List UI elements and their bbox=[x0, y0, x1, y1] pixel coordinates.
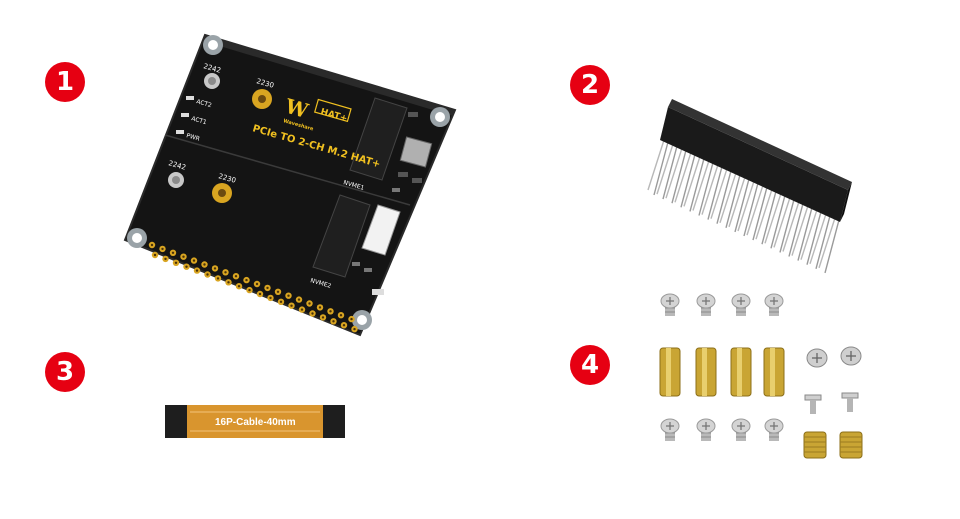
mounting-hole bbox=[203, 35, 223, 55]
header-pin bbox=[662, 145, 678, 200]
screw-icon bbox=[764, 418, 784, 441]
header-pin bbox=[815, 215, 831, 269]
pin-header bbox=[647, 99, 852, 274]
led-pwr bbox=[176, 130, 184, 134]
label-act1: ACT1 bbox=[190, 115, 207, 126]
header-pin bbox=[683, 156, 701, 207]
m2-connector-nvme1 bbox=[349, 97, 408, 181]
mounting-hole bbox=[430, 107, 450, 127]
header-pin bbox=[824, 219, 840, 274]
mounting-hole bbox=[352, 310, 372, 330]
small-screw-icon bbox=[840, 346, 862, 366]
header-pin bbox=[806, 211, 822, 265]
small-screw-icon bbox=[806, 348, 828, 368]
brass-standoff-icon bbox=[763, 347, 785, 397]
label-pwr: PWR bbox=[185, 132, 200, 143]
header-pin bbox=[647, 139, 665, 191]
header-pin bbox=[800, 209, 818, 260]
header-pin bbox=[710, 168, 728, 219]
header-pin bbox=[692, 160, 710, 211]
header-pin bbox=[779, 199, 795, 253]
header-pin bbox=[737, 180, 755, 232]
header-pin bbox=[755, 188, 773, 240]
brass-nut-icon bbox=[839, 431, 863, 459]
screw-icon bbox=[731, 293, 751, 316]
screw-icon bbox=[764, 293, 784, 316]
screw-icon bbox=[660, 418, 680, 441]
header-pin bbox=[653, 141, 669, 196]
header-pin bbox=[761, 191, 777, 245]
header-pin bbox=[752, 186, 768, 241]
header-pin bbox=[782, 201, 800, 252]
gpio-header-pads bbox=[148, 241, 358, 333]
header-pin bbox=[743, 182, 759, 237]
brass-standoff-icon bbox=[695, 347, 717, 397]
label-act2: ACT2 bbox=[195, 98, 212, 109]
badge-4: 4 bbox=[570, 345, 610, 385]
cable-end-left bbox=[165, 405, 187, 438]
cable-end-right bbox=[323, 405, 345, 438]
cable-label: 16P-Cable-40mm bbox=[215, 417, 296, 428]
header-pin bbox=[770, 195, 786, 249]
badge-2: 2 bbox=[570, 65, 610, 105]
header-pin bbox=[671, 150, 687, 204]
header-pin bbox=[764, 193, 782, 244]
header-pin bbox=[773, 197, 791, 248]
brass-nut-icon bbox=[803, 431, 827, 459]
pcie-hat-board: 2242 2230 2242 2230 ACT2 ACT1 PWR NVME1 … bbox=[123, 33, 457, 337]
header-pin bbox=[698, 162, 714, 216]
screw-icon bbox=[731, 418, 751, 441]
board-divider bbox=[164, 134, 411, 206]
header-pin bbox=[680, 154, 696, 208]
flat-head-screw-icon bbox=[841, 392, 859, 412]
screw-icon bbox=[660, 293, 680, 316]
led-act2 bbox=[186, 96, 194, 100]
header-pin bbox=[797, 207, 813, 261]
screw-icon bbox=[696, 418, 716, 441]
badge-1: 1 bbox=[45, 62, 85, 102]
header-pin bbox=[719, 172, 737, 224]
screw-icon bbox=[696, 293, 716, 316]
ffc-cable: 16P-Cable-40mm bbox=[165, 405, 345, 438]
header-pin bbox=[689, 158, 705, 212]
header-pin bbox=[656, 143, 674, 195]
header-pin bbox=[707, 166, 723, 220]
led-act1 bbox=[181, 113, 189, 117]
brass-standoff-icon bbox=[659, 347, 681, 397]
m2-connector-nvme2 bbox=[312, 194, 371, 278]
header-pin bbox=[791, 205, 809, 256]
header-pin bbox=[665, 147, 683, 199]
badge-3: 3 bbox=[45, 352, 85, 392]
brass-standoff-icon bbox=[730, 347, 752, 397]
header-pin bbox=[701, 164, 719, 215]
header-pin bbox=[674, 152, 692, 203]
header-pins bbox=[647, 139, 840, 274]
flat-head-screw-icon bbox=[804, 394, 822, 414]
header-pin bbox=[788, 203, 804, 257]
header-pin bbox=[728, 176, 746, 228]
header-pin bbox=[716, 170, 732, 224]
header-pin bbox=[818, 217, 836, 269]
inductor bbox=[399, 136, 433, 168]
screws-and-standoffs bbox=[659, 293, 863, 459]
hat-plus-box bbox=[313, 98, 352, 123]
header-pin bbox=[809, 213, 827, 265]
mounting-hole bbox=[127, 228, 147, 248]
header-pin bbox=[746, 184, 764, 236]
ffc-connector bbox=[361, 204, 401, 256]
header-pin bbox=[725, 174, 741, 228]
header-pin bbox=[734, 178, 750, 233]
